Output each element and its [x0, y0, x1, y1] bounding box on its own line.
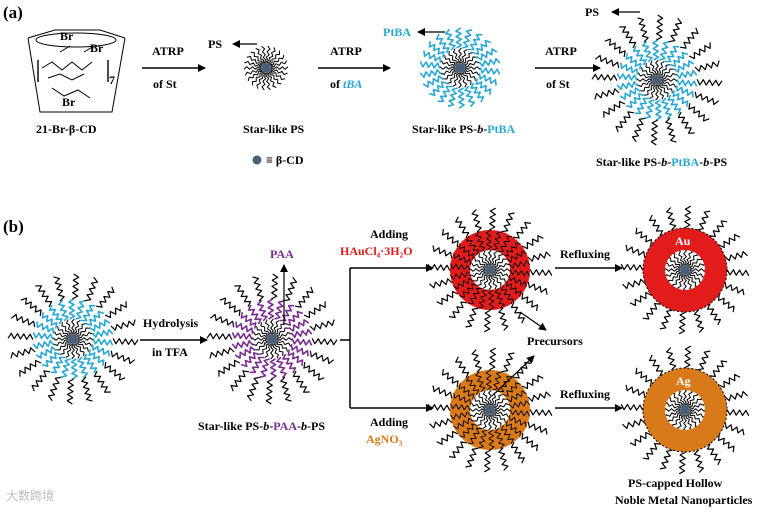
ps-label-1: PS: [208, 37, 222, 51]
panel-b-label: (b): [3, 217, 24, 236]
final-caption-line2: Noble Metal Nanoparticles: [615, 493, 753, 507]
ps-label-3: PS: [585, 5, 599, 19]
branch-arrows: [340, 264, 434, 412]
adding-bottom-line1: Adding: [370, 415, 408, 429]
star-ps-ptba-caption: Star-like PS-b-PtBA: [412, 122, 516, 136]
panel-a-label: (a): [3, 3, 23, 22]
ag-label: Ag: [676, 374, 691, 388]
cd-name: 21-Br-β-CD: [36, 122, 97, 136]
cd-br-2: Br: [90, 41, 104, 55]
hollow-ag-nanoparticle: [620, 345, 750, 475]
precursors-label: Precursors: [527, 334, 583, 348]
star-like-ps-b-ptba: [419, 27, 501, 109]
au-label: Au: [675, 234, 691, 248]
final-caption-line1: PS-capped Hollow: [628, 476, 723, 490]
ptba-label: PtBA: [383, 25, 411, 39]
paa-label: PAA: [270, 247, 294, 261]
star-like-triblock-start: [7, 273, 139, 405]
hydrolysis-line1: Hydrolysis: [143, 316, 198, 330]
ag-precursor-loaded-star: [427, 347, 553, 473]
watermark: 大数跨境: [6, 488, 54, 503]
hollow-au-nanoparticle: [620, 205, 750, 335]
star-paa-caption: Star-like PS-b-PAA-b-PS: [198, 419, 325, 433]
star-like-ps-b-ptba-b-ps: [591, 14, 723, 146]
cd-subscript: 7: [109, 73, 115, 87]
star-ps-caption: Star-like PS: [243, 122, 305, 136]
step3-line2: of St: [546, 77, 570, 91]
star-like-ps-b-paa-b-ps: [206, 273, 338, 405]
cd-br-1: Br: [60, 29, 74, 43]
adding-top-line2: HAuCl₄·3H₂O: [340, 244, 413, 258]
step2-line2: of tBA: [330, 77, 362, 91]
step2-line1: ATRP: [330, 44, 362, 58]
adding-bottom-line2: AgNO₃: [366, 432, 403, 446]
cd-br-3: Br: [62, 95, 76, 109]
step1-line2: of St: [153, 77, 177, 91]
step3-line1: ATRP: [545, 44, 577, 58]
hydrolysis-line2: in TFA: [152, 345, 188, 359]
refluxing-bottom: Refluxing: [560, 387, 610, 401]
star-like-ps: [243, 45, 289, 91]
adding-top-line1: Adding: [370, 227, 408, 241]
star-triblock-caption: Star-like PS-b-PtBA-b-PS: [596, 155, 728, 169]
refluxing-top: Refluxing: [560, 247, 610, 261]
au-precursor-loaded-star: [427, 207, 553, 333]
precursor-pointer-top: [519, 311, 547, 331]
cyclodextrin-structure: [27, 29, 126, 113]
precursor-pointer-bottom: [491, 355, 535, 397]
legend-cd-text: ≡ β-CD: [266, 153, 304, 167]
step1-line1: ATRP: [152, 44, 184, 58]
legend-cd-icon: [252, 155, 262, 165]
